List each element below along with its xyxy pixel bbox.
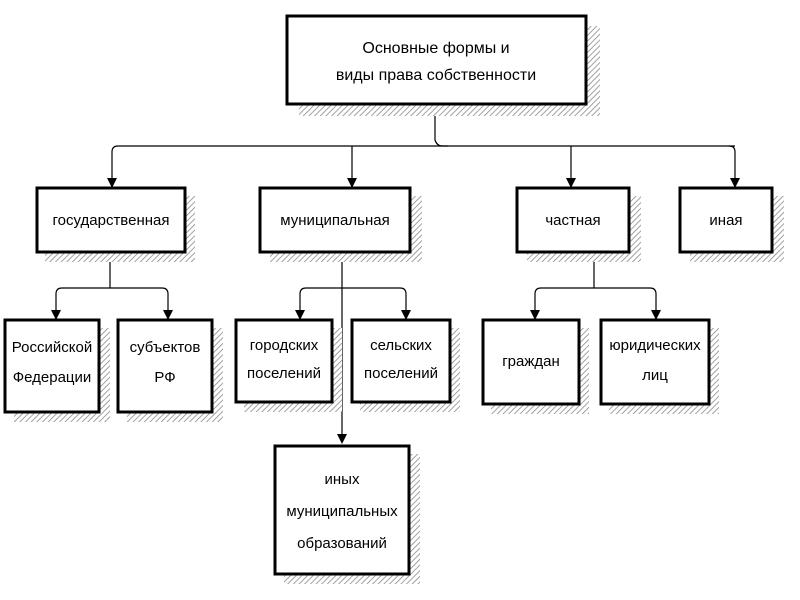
node-municipal-label: муниципальная xyxy=(280,212,389,229)
arrowhead xyxy=(337,434,347,444)
node-russian-federation-line1: Российской xyxy=(12,339,92,356)
node-rural-settlements: сельских поселений xyxy=(350,318,460,412)
node-other-label: иная xyxy=(709,212,742,229)
arrowhead xyxy=(651,310,661,320)
box-frame xyxy=(285,14,588,106)
drop-rural xyxy=(399,287,407,312)
node-other-municipal-line2: муниципальных xyxy=(286,503,398,520)
box-frame xyxy=(678,186,774,254)
box-frame xyxy=(599,318,711,406)
arrowhead xyxy=(107,178,117,188)
node-municipal: муниципальная xyxy=(258,186,422,262)
node-citizens: граждан xyxy=(481,318,589,414)
node-other-municipal: иных муниципальных образований xyxy=(273,444,420,584)
box-frame xyxy=(35,186,187,254)
box-frame xyxy=(350,318,452,404)
node-urban-line2: поселений xyxy=(247,365,321,382)
root-node: Основные формы и виды права собственност… xyxy=(285,14,600,116)
node-russian-federation-line2: Федерации xyxy=(13,369,92,386)
box-frame xyxy=(116,318,214,414)
arrowhead xyxy=(401,310,411,320)
box-frame xyxy=(234,318,334,404)
drop-legal xyxy=(649,287,657,312)
node-russian-federation: Российской Федерации xyxy=(3,318,110,422)
root-title-line1: Основные формы и xyxy=(362,40,509,57)
node-urban-settlements: городских поселений xyxy=(234,318,342,412)
node-legal-line2: лиц xyxy=(642,367,668,384)
node-private-label: частная xyxy=(545,212,600,229)
node-state-label: государственная xyxy=(53,212,170,229)
box-frame xyxy=(3,318,101,414)
node-rural-line1: сельских xyxy=(370,337,432,354)
node-subjects-line2: РФ xyxy=(154,369,175,386)
node-other: иная xyxy=(678,186,784,262)
arrowhead xyxy=(730,178,740,188)
node-private: частная xyxy=(515,186,641,262)
node-other-municipal-line1: иных xyxy=(325,471,360,488)
arrowhead xyxy=(51,310,61,320)
drop-russian-federation xyxy=(55,287,63,312)
node-rural-line2: поселений xyxy=(364,365,438,382)
drop-urban xyxy=(299,287,307,312)
arrowhead xyxy=(530,310,540,320)
arrowhead xyxy=(163,310,173,320)
drop-subjects xyxy=(161,287,169,312)
drop-state xyxy=(111,145,119,180)
node-legal-entities: юридических лиц xyxy=(599,318,719,414)
root-title-line2: виды права собственности xyxy=(336,67,536,84)
node-state: государственная xyxy=(35,186,195,262)
arrowheads xyxy=(51,178,740,444)
arrowhead xyxy=(295,310,305,320)
box-frame xyxy=(273,444,411,576)
connectors xyxy=(55,104,736,436)
box-frame xyxy=(515,186,631,254)
node-citizens-label: граждан xyxy=(502,353,560,370)
node-other-municipal-line3: образований xyxy=(297,535,387,552)
arrowhead xyxy=(347,178,357,188)
node-legal-line1: юридических xyxy=(609,337,701,354)
node-subjects: субъектов РФ xyxy=(116,318,223,422)
drop-citizens xyxy=(534,287,542,312)
node-urban-line1: городских xyxy=(250,337,319,354)
arrowhead xyxy=(566,178,576,188)
drop-other xyxy=(728,145,736,180)
box-frame xyxy=(481,318,581,406)
box-frame xyxy=(258,186,412,254)
node-subjects-line1: субъектов xyxy=(130,339,201,356)
